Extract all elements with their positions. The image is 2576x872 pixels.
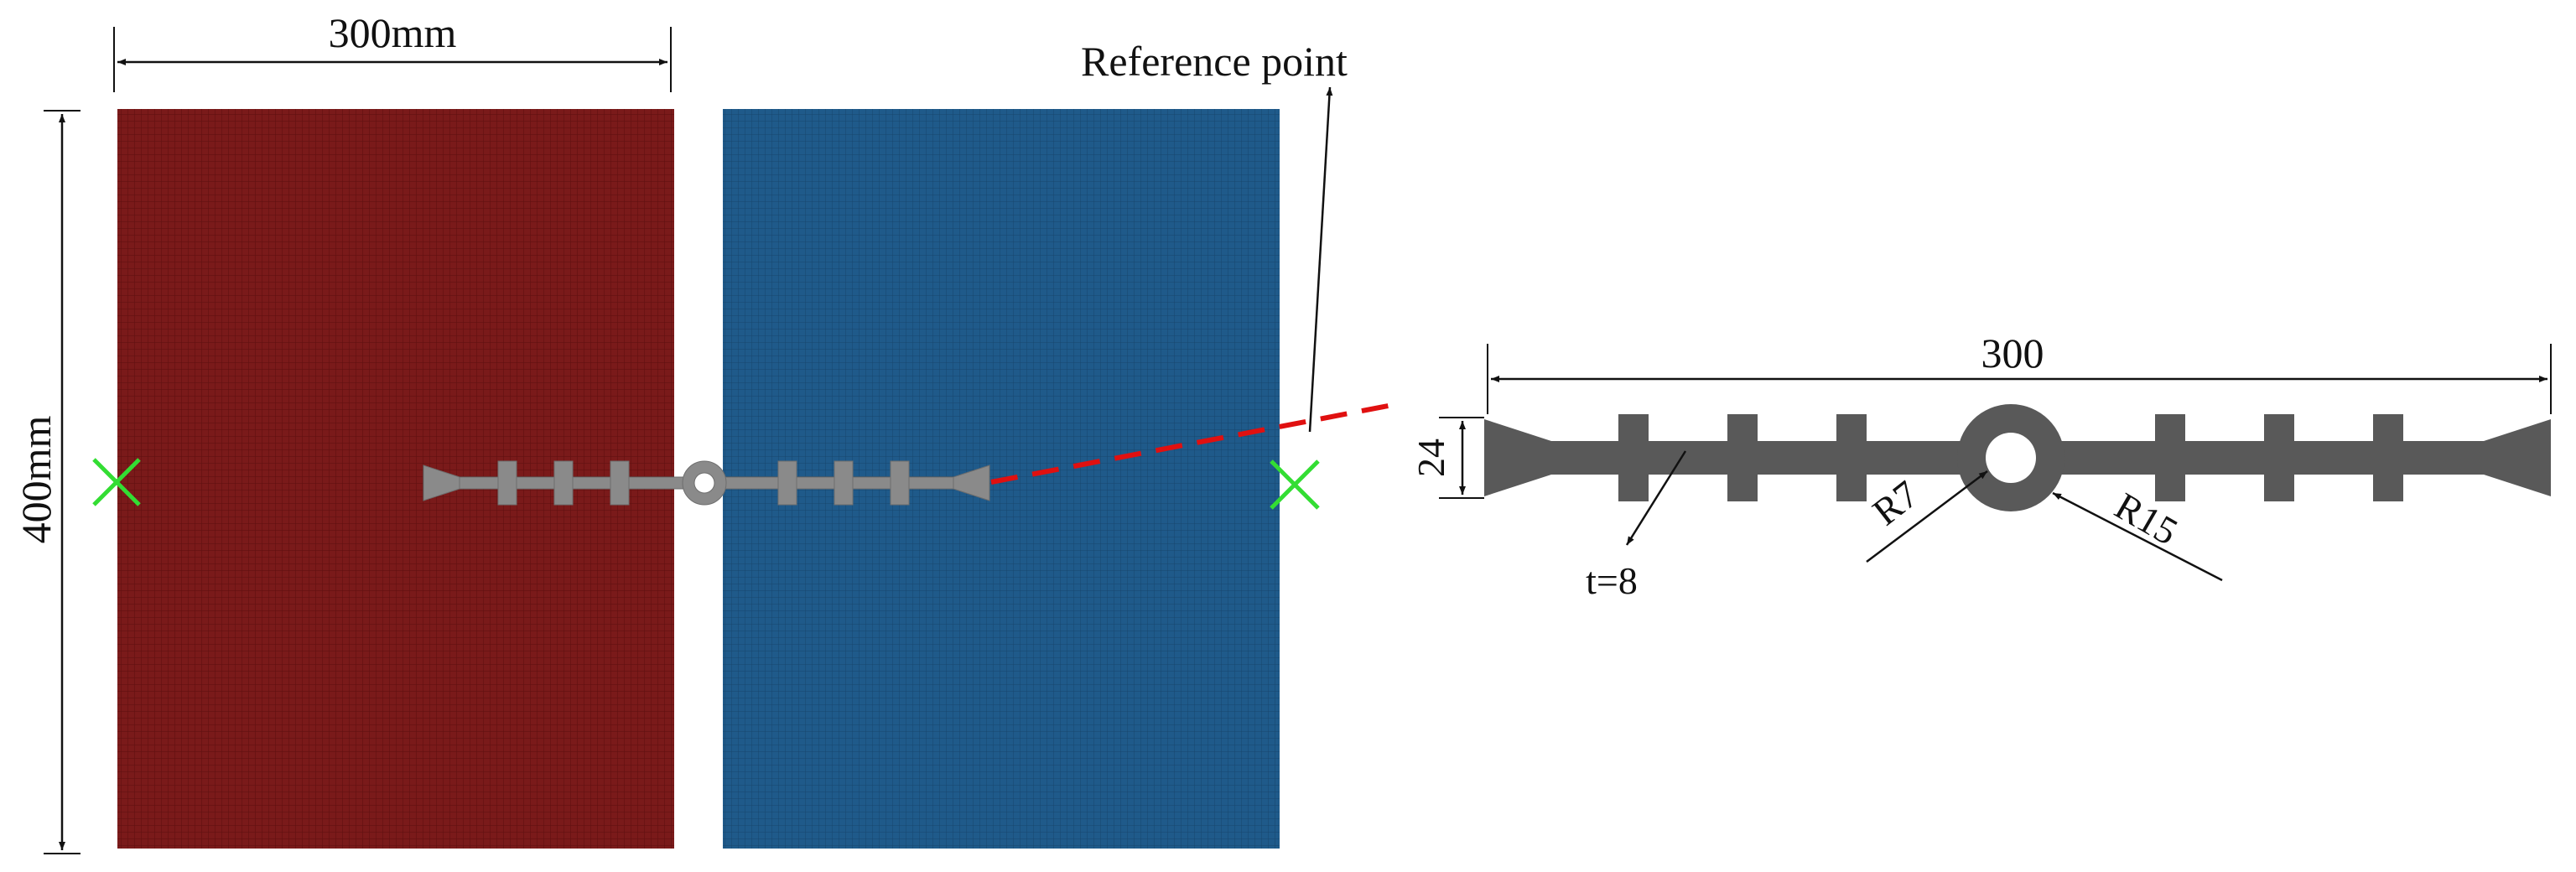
waterstop-mesh bbox=[423, 460, 990, 506]
rib bbox=[2373, 414, 2403, 501]
waterstop-cross-section bbox=[1484, 404, 2551, 511]
thickness-leader bbox=[1625, 450, 1687, 546]
fe-model: 300mm 400mm bbox=[13, 9, 1398, 854]
right-reference-marker bbox=[1270, 459, 1320, 510]
rib bbox=[1727, 414, 1758, 501]
left-flange bbox=[1484, 419, 1551, 496]
rib bbox=[2264, 414, 2294, 501]
width-dimension-label: 300mm bbox=[329, 9, 457, 56]
outer-radius-leader bbox=[2052, 491, 2223, 582]
height-24-dimension: 24 bbox=[1410, 417, 1484, 499]
rib bbox=[2155, 414, 2185, 501]
left-reference-marker bbox=[92, 458, 141, 506]
width-dimension: 300mm bbox=[113, 9, 672, 92]
length-dimension-label: 300 bbox=[1981, 330, 2044, 376]
inner-radius-leader bbox=[1866, 470, 1988, 563]
right-flange bbox=[2484, 419, 2551, 496]
height-dimension-label: 400mm bbox=[13, 416, 60, 544]
section-detail: 300 24 t=8 R7 bbox=[1410, 330, 2552, 602]
length-dimension: 300 bbox=[1487, 330, 2552, 414]
detail-connector bbox=[990, 402, 1398, 485]
center-bulb-hole bbox=[1986, 433, 2036, 483]
rib bbox=[1836, 414, 1867, 501]
reference-point-leader bbox=[1308, 86, 1333, 433]
height-24-label: 24 bbox=[1410, 439, 1452, 477]
height-dimension: 400mm bbox=[13, 110, 80, 854]
thickness-label: t=8 bbox=[1586, 559, 1638, 602]
rib bbox=[1618, 414, 1649, 501]
reference-point-label: Reference point bbox=[1081, 38, 1348, 85]
